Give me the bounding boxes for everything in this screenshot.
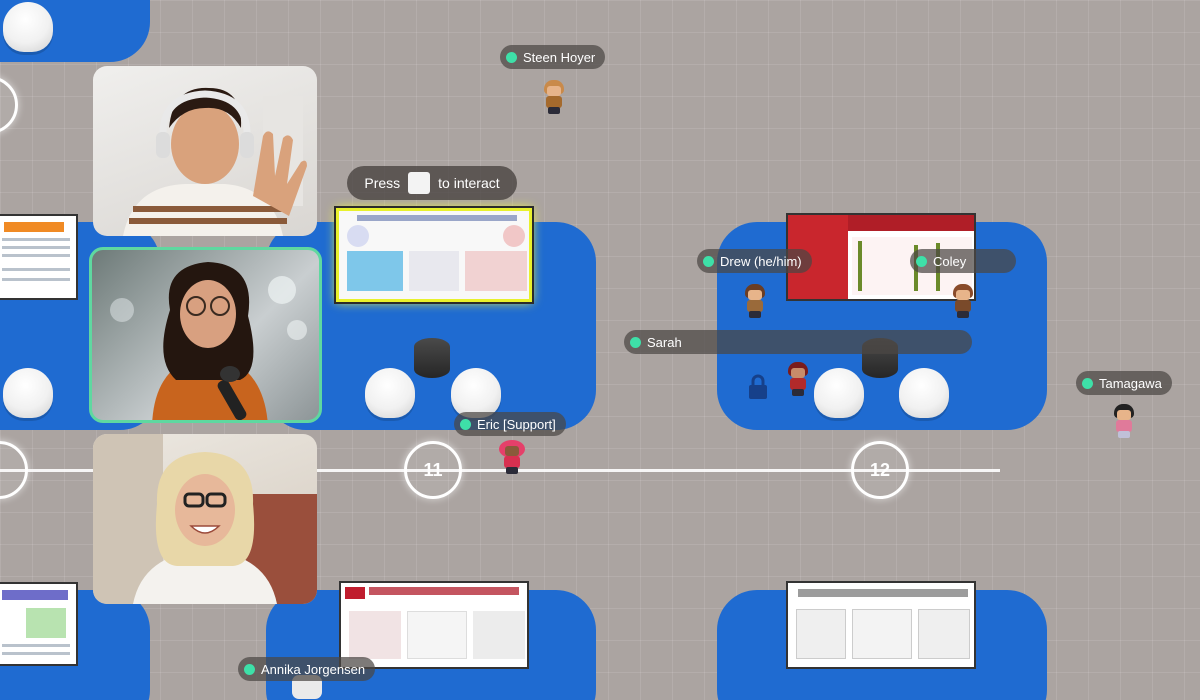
poster-marker-12[interactable]: 12 (851, 441, 909, 499)
key-x-icon (408, 172, 431, 194)
nametag-coley: Coley (910, 249, 1017, 273)
video-tile-participant-3[interactable] (93, 434, 317, 604)
status-dot (506, 51, 517, 63)
nametag-steen-hoyer: Steen Hoyer (500, 45, 606, 69)
player-name: Steen Hoyer (523, 49, 596, 65)
person-with-microphone-icon (110, 262, 307, 420)
avatar-steen-hoyer[interactable] (541, 80, 567, 114)
stool (3, 2, 53, 52)
nametag-tamagawa: Tamagawa (1076, 371, 1172, 395)
video-tile-participant-2-active-speaker[interactable] (89, 247, 322, 423)
poster-11[interactable] (336, 208, 532, 302)
interact-hint: Press to interact (347, 166, 517, 200)
nametag-eric-support: Eric [Support] (454, 412, 566, 436)
poster-bottom-center[interactable] (339, 581, 529, 669)
video-tile-participant-1[interactable] (93, 66, 317, 236)
stool (3, 368, 53, 418)
poster-bottom-left[interactable] (0, 582, 78, 666)
player-name: Sarah (647, 334, 682, 350)
player-name: Drew (he/him) (720, 253, 802, 269)
person-waving-headphones-icon (123, 87, 307, 236)
poster-left-partial[interactable] (0, 214, 78, 300)
avatar-coley[interactable] (950, 284, 976, 318)
player-name: Annika Jorgensen (261, 661, 366, 677)
interact-hint-after: to interact (438, 175, 500, 191)
status-dot (630, 336, 641, 348)
route-path (0, 469, 1000, 472)
status-dot (703, 255, 714, 267)
stool (814, 368, 864, 418)
interact-hint-before: Press (364, 175, 401, 191)
lock-icon (749, 374, 767, 399)
status-dot (1082, 377, 1093, 389)
stool (899, 368, 949, 418)
nametag-annika-jorgensen: Annika Jorgensen (238, 657, 376, 681)
table (414, 338, 450, 378)
status-dot (244, 663, 255, 675)
nametag-drew: Drew (he/him) (697, 249, 812, 273)
marker-left-partial (0, 441, 28, 499)
marker-top-left-partial (0, 76, 18, 134)
player-name: Tamagawa (1099, 375, 1162, 391)
status-dot (460, 418, 471, 430)
stool (451, 368, 501, 418)
poster-bottom-right[interactable] (786, 581, 976, 669)
nametag-sarah: Sarah (624, 330, 972, 354)
player-name: Coley (933, 253, 967, 269)
avatar-sarah[interactable] (785, 362, 811, 396)
player-name: Eric [Support] (477, 416, 556, 432)
poster-marker-11[interactable]: 11 (404, 441, 462, 499)
status-dot (916, 255, 927, 267)
avatar-eric-support[interactable] (499, 440, 525, 474)
avatar-drew[interactable] (742, 284, 768, 318)
person-laughing-glasses-icon (93, 434, 317, 604)
avatar-tamagawa[interactable] (1111, 404, 1137, 438)
stool (365, 368, 415, 418)
